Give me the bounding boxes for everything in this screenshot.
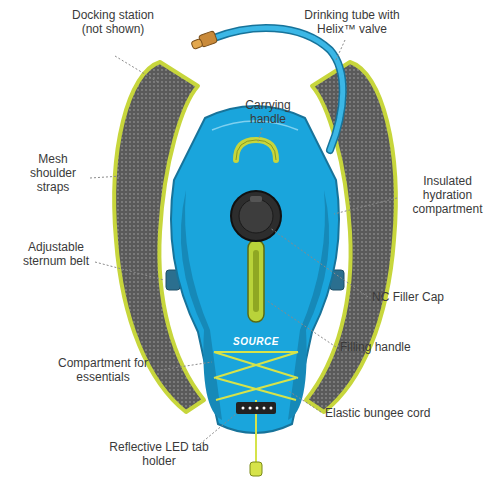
bite-valve: [191, 39, 203, 50]
brand-logo: SOURCE: [216, 335, 296, 349]
filler-cap: [231, 191, 281, 241]
carrying-handle-edge: [236, 140, 276, 160]
callout-label: Carrying handle: [238, 98, 298, 126]
callout-label: Filling handle: [340, 340, 440, 354]
drinking-tube-outline: [214, 28, 343, 150]
carrying-handle: [236, 140, 276, 160]
callout-label: NC Filler Cap: [372, 290, 472, 304]
drinking-tube: [214, 28, 343, 150]
pack-body: [171, 106, 339, 433]
leader-lines: [90, 40, 397, 444]
led-tab-dots: [242, 407, 273, 410]
led-tab-holder: [236, 402, 276, 414]
bungee-cord: [214, 352, 298, 462]
filling-handle: [248, 240, 264, 322]
callout-label: Elastic bungee cord: [325, 406, 465, 420]
callout-label: Adjustable sternum belt: [18, 240, 94, 268]
filling-handle-slot: [253, 250, 259, 312]
callout-label: Insulated hydration compartment: [400, 174, 495, 216]
cap-tab: [250, 196, 262, 202]
callout-label: Drinking tube with Helix™ valve: [292, 8, 412, 36]
side-panel: [288, 190, 329, 420]
side-panel: [181, 190, 222, 420]
filler-cap-top: [239, 199, 273, 233]
callout-label: Mesh shoulder straps: [18, 152, 88, 194]
callout-label: Compartment for essentials: [48, 356, 158, 384]
callout-label: Docking station (not shown): [68, 8, 158, 36]
callout-label: Reflective LED tab holder: [104, 440, 214, 468]
cord-toggle: [250, 462, 262, 476]
